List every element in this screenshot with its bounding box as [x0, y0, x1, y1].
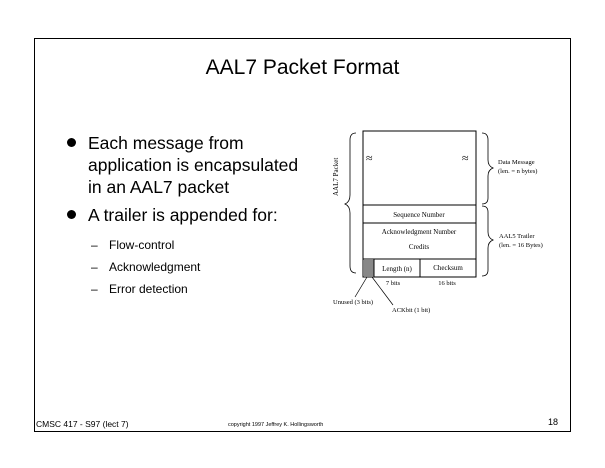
page-number: 18: [548, 417, 559, 427]
subbullet-text: Error detection: [109, 282, 188, 296]
unused-bits-cell: [364, 260, 374, 276]
bullet-dot-icon: [67, 210, 76, 219]
trailer-label: AAL5 Trailer: [499, 233, 535, 240]
trailer-brace: [481, 205, 495, 277]
data-message-brace: [481, 132, 495, 205]
bullet-text: A trailer is appended for:: [88, 205, 278, 225]
break-mark-left: ≈: [366, 151, 373, 165]
break-mark-right: ≈: [462, 151, 469, 165]
slide-frame: [34, 38, 571, 432]
subbullet-item: –Error detection: [91, 278, 306, 300]
bullet-item: Each message from application is encapsu…: [66, 132, 306, 198]
packet-side-label: AAL7 Packet: [332, 158, 340, 196]
length-bits-label: 7 bits: [386, 280, 401, 287]
checksum-bits-label: 16 bits: [438, 280, 456, 287]
data-message-label: Data Message: [498, 159, 535, 166]
copyright-footer: copyright 1997 Jeffrey K. Hollingsworth: [228, 422, 324, 428]
subbullet-list: –Flow-control –Acknowledgment –Error det…: [66, 234, 306, 300]
slide-title: AAL7 Packet Format: [205, 56, 400, 79]
subbullet-item: –Acknowledgment: [91, 256, 306, 278]
pointer-line: [371, 276, 394, 306]
checksum-label: Checksum: [433, 264, 463, 272]
trailer-size: (len. = 16 Bytes): [499, 242, 543, 249]
ack-bit-label: ACKbit (1 bit): [392, 307, 430, 314]
bullet-dot-icon: [67, 138, 76, 147]
unused-bits-label: Unused (3 bits): [333, 299, 373, 306]
bullet-item: A trailer is appended for:: [66, 204, 306, 226]
dash-icon: –: [91, 282, 98, 296]
ack-number-label: Acknowledgment Number: [382, 228, 457, 236]
packet-box: [362, 130, 477, 278]
data-message-size: (len. = n bytes): [498, 168, 537, 175]
dash-icon: –: [91, 238, 98, 252]
dash-icon: –: [91, 260, 98, 274]
sequence-number-label: Sequence Number: [393, 211, 445, 219]
bullet-text: Each message from application is encapsu…: [88, 133, 299, 197]
packet-brace: [343, 132, 357, 274]
subbullet-text: Acknowledgment: [109, 260, 201, 274]
credits-label: Credits: [409, 243, 429, 251]
pointer-line: [354, 276, 368, 298]
subbullet-text: Flow-control: [109, 238, 175, 252]
course-footer: CMSC 417 - S97 (lect 7): [36, 419, 129, 429]
subbullet-item: –Flow-control: [91, 234, 306, 256]
length-label: Length (n): [382, 265, 412, 273]
bullet-list: Each message from application is encapsu…: [66, 132, 306, 300]
